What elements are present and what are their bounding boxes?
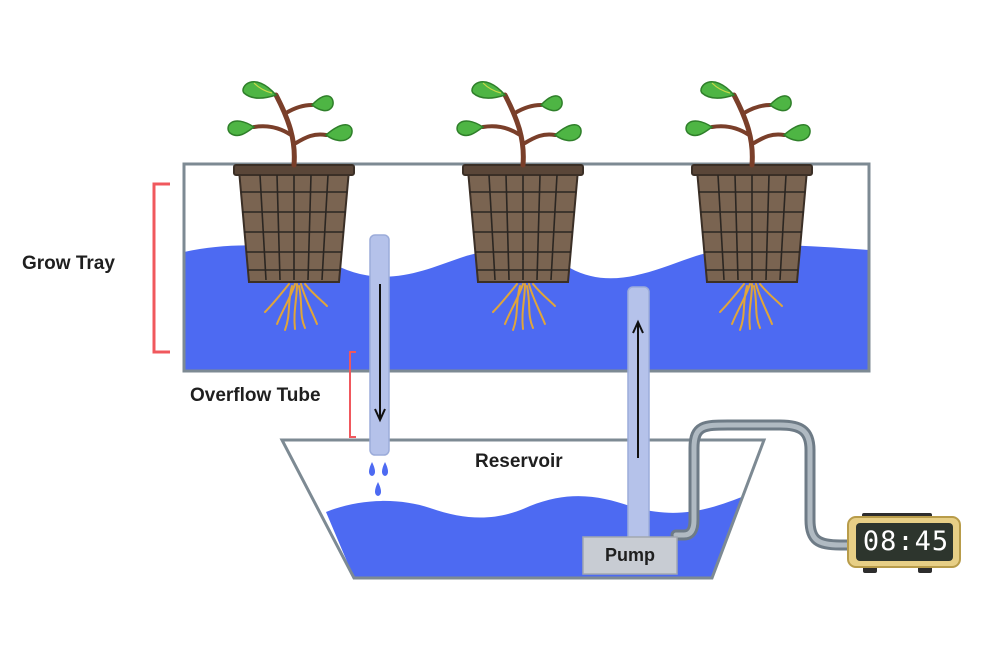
timer-display: 08:45 (862, 526, 950, 557)
reservoir (279, 438, 767, 580)
plant-icon (686, 82, 810, 165)
timer-icon (847, 513, 961, 573)
pump-arrow (632, 319, 644, 458)
overflow-tube-bracket (349, 351, 356, 438)
water-drop-icon (369, 462, 388, 496)
grow-tray-label: Grow Tray (22, 253, 115, 274)
net-pot-icon (462, 164, 584, 283)
plant-icon (228, 82, 352, 165)
pump (582, 536, 678, 575)
net-pot-icon (691, 164, 813, 283)
reservoir-label: Reservoir (475, 451, 563, 472)
pump-label: Pump (604, 545, 655, 565)
overflow-tube-label: Overflow Tube (190, 385, 321, 406)
net-pot-icon (233, 164, 355, 283)
grow-tray-bracket (152, 182, 170, 354)
grow-tray-water (184, 245, 869, 371)
overflow-arrow (374, 284, 386, 423)
plant-icon (457, 82, 581, 165)
